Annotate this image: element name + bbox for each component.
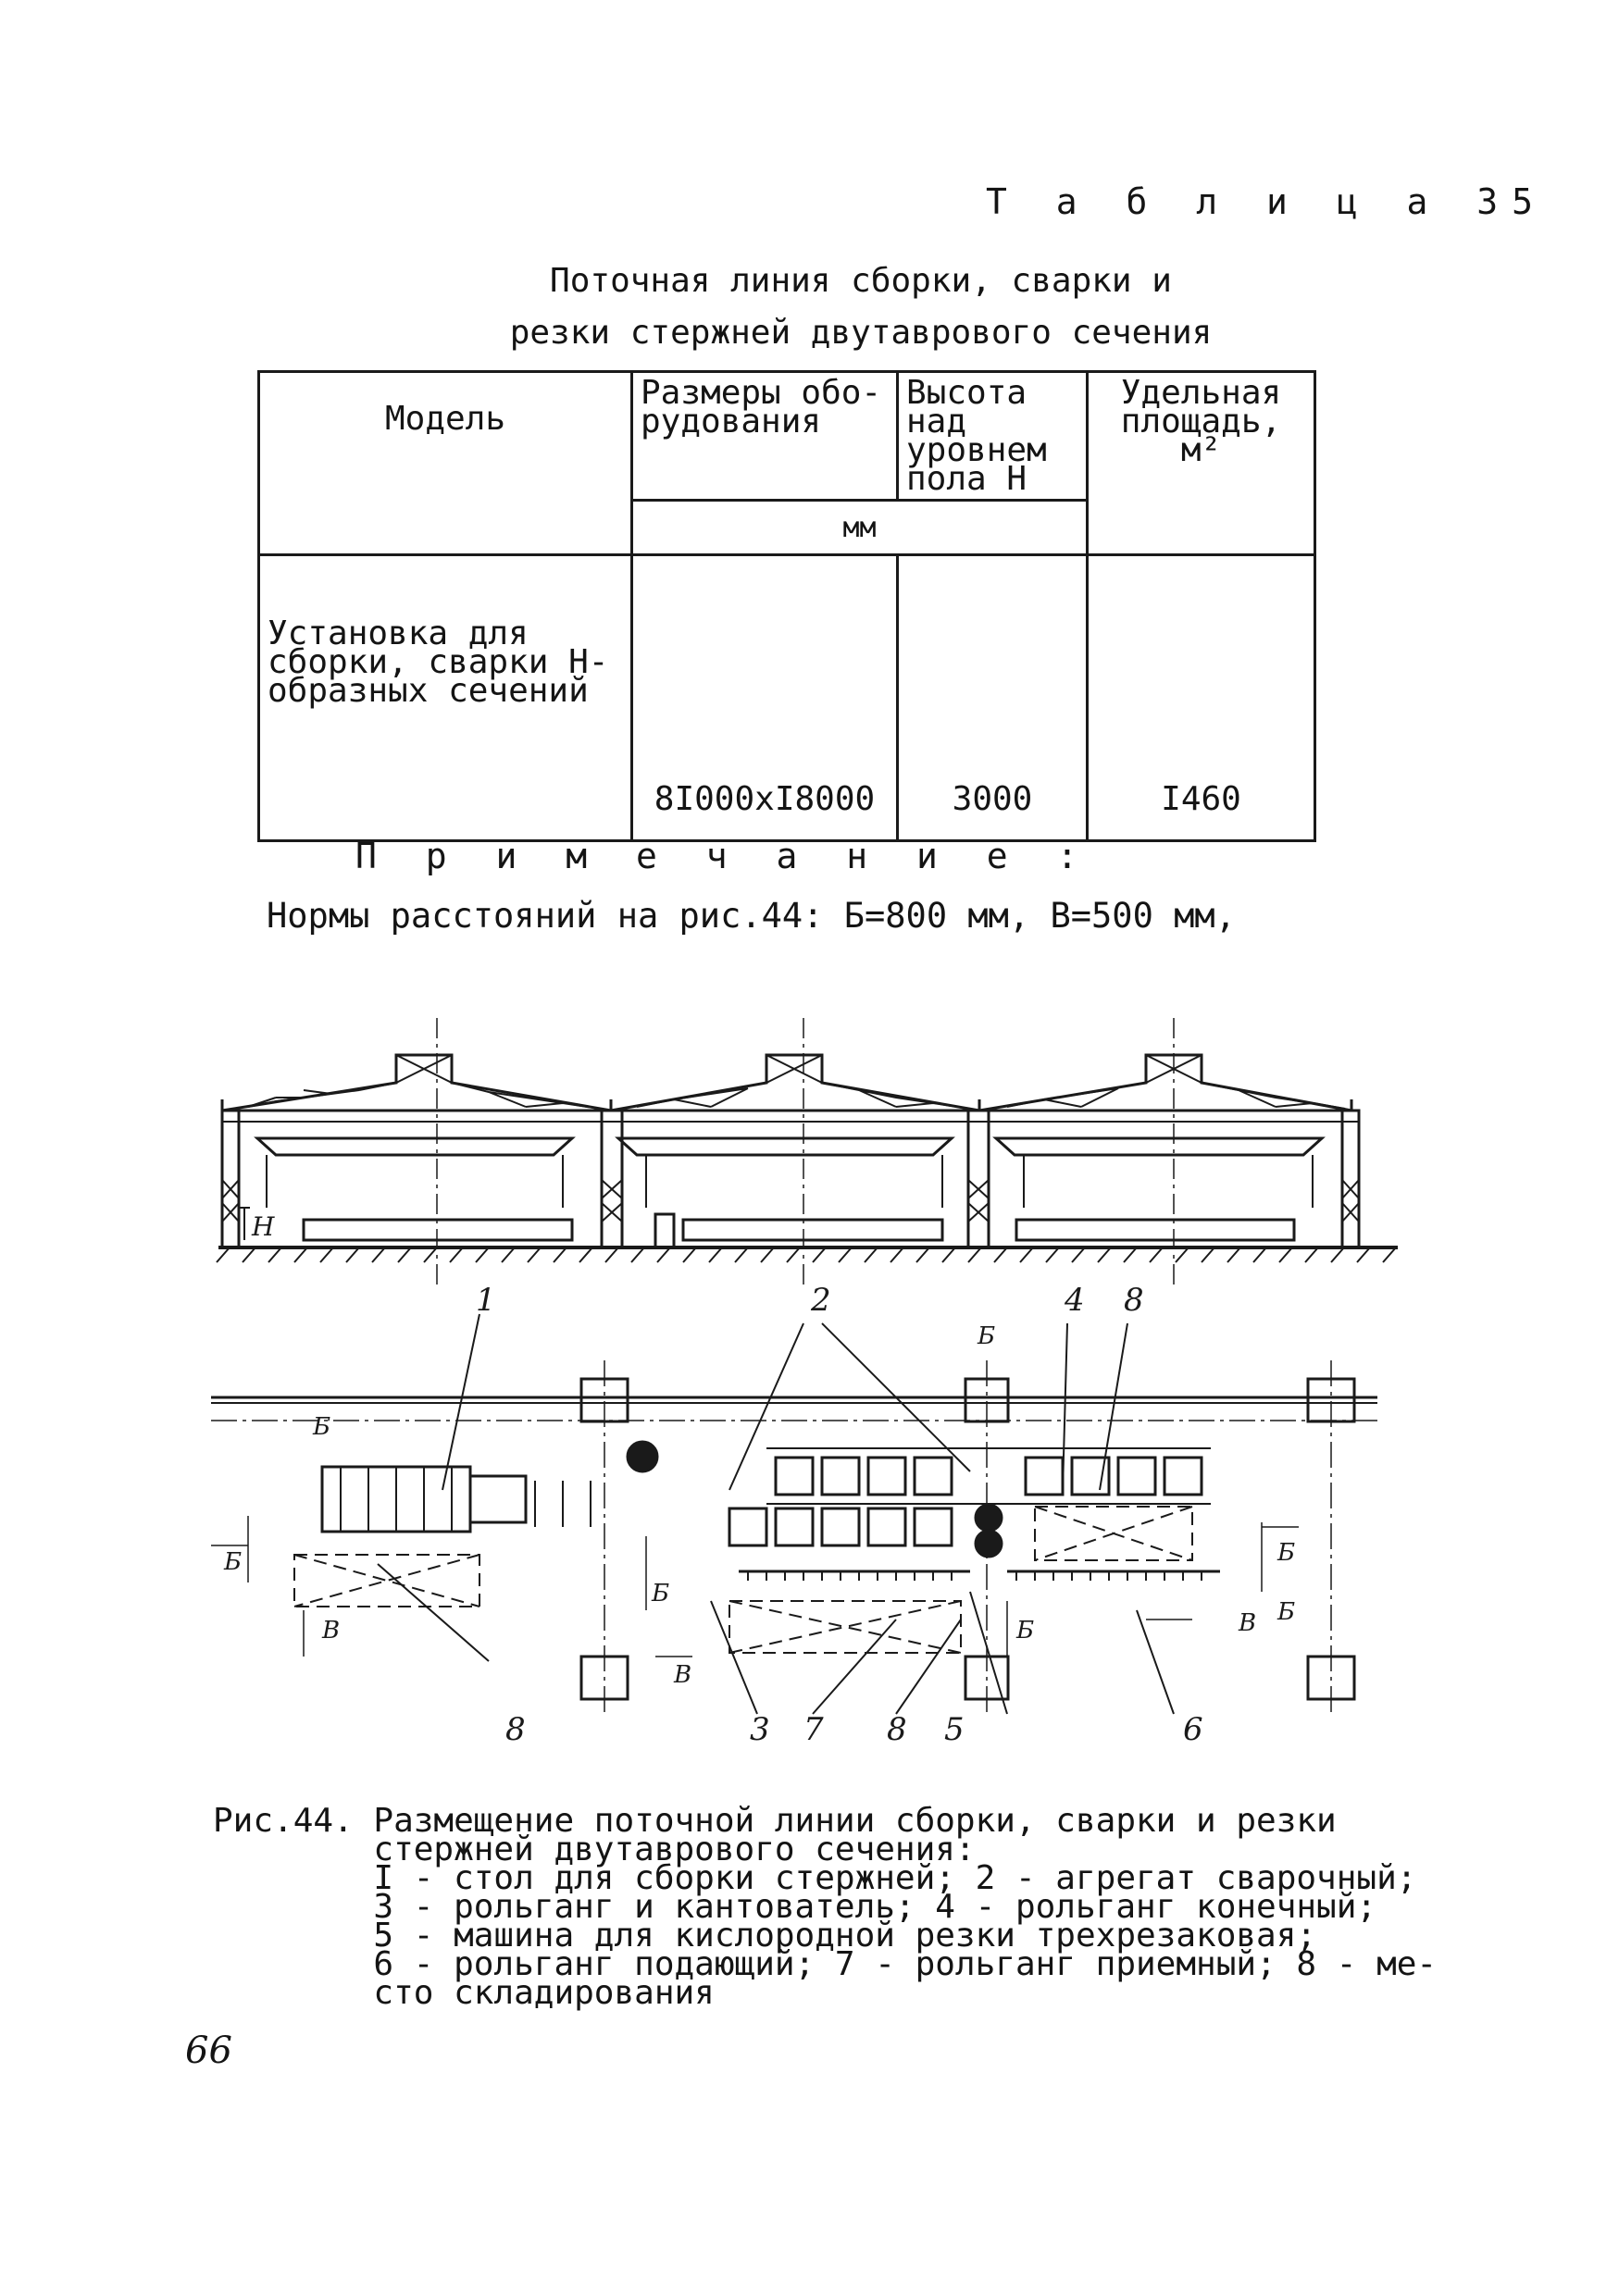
dim-label-b5: Б xyxy=(1277,1598,1295,1626)
callout-8-top: 8 xyxy=(1124,1282,1144,1319)
row-model: Установка для сборки, сварки Н-образных … xyxy=(257,553,633,842)
callout-4: 4 xyxy=(1064,1282,1085,1319)
dim-label-v2: В xyxy=(673,1661,691,1689)
callout-8-bottom: 8 xyxy=(887,1711,907,1748)
dim-label-b4: Б xyxy=(1277,1539,1295,1567)
fig-caption-line-3: I - стол для сборки стержней; 2 - агрега… xyxy=(213,1859,1417,1897)
header-model: Модель xyxy=(257,370,633,556)
table-caption: Поточная линия сборки, сварки и резки ст… xyxy=(398,255,1324,359)
note-title: П р и м е ч а н и е : xyxy=(355,836,1092,876)
header-height: Высота над уровнем пола Н xyxy=(896,370,1089,502)
callout-8-left: 8 xyxy=(505,1711,526,1748)
unit-row: мм xyxy=(259,499,1315,556)
header-area: Удельная площадь, м² xyxy=(1086,370,1316,556)
section-view: Н xyxy=(216,1018,1398,1286)
dim-label-b1: Б xyxy=(312,1413,330,1441)
fig-caption-line-6: 6 - рольганг подающий; 7 - рольганг прие… xyxy=(213,1945,1438,1983)
fig-caption-line-2: стержней двутаврового сечения: xyxy=(213,1831,976,1868)
figure-caption: Рис.44. Размещение поточной линии сборки… xyxy=(213,1802,1438,2012)
spec-table: Модель Размеры обо-рудования Высота над … xyxy=(257,370,1316,842)
dim-label-b3: Б xyxy=(651,1580,669,1607)
page-number: 66 xyxy=(185,2029,232,2072)
callout-7: 7 xyxy=(803,1711,824,1748)
dim-label-v3: В xyxy=(1238,1609,1256,1637)
table-row: Установка для сборки, сварки Н-образных … xyxy=(257,553,1316,842)
row-size: 8I000хI8000 xyxy=(630,553,899,842)
fig-caption-line-1: Рис.44. Размещение поточной линии сборки… xyxy=(213,1802,1337,1840)
callout-1: 1 xyxy=(476,1282,496,1319)
header-size: Размеры обо-рудования xyxy=(630,370,899,502)
callout-3: 3 xyxy=(750,1711,770,1748)
table-label: Т а б л и ц а 35 xyxy=(986,181,1548,222)
plan-view: 1 2 4 8 3 7 8 5 6 8 Б Б Б Б Б Б Б В В В xyxy=(211,1282,1377,1748)
table-header-row: Модель Размеры обо-рудования Высота над … xyxy=(257,370,1316,556)
header-unit: мм xyxy=(630,499,1089,556)
caption-line-2: резки стержней двутаврового сечения xyxy=(509,314,1213,352)
fig-caption-line-4: 3 - рольганг и кантователь; 4 - рольганг… xyxy=(213,1888,1377,1926)
callout-5: 5 xyxy=(944,1711,965,1748)
dim-label-h: Н xyxy=(251,1211,275,1242)
callout-6: 6 xyxy=(1183,1711,1203,1748)
layout-drawing: Н xyxy=(211,1018,1398,1748)
fig-caption-line-5: 5 - машина для кислородной резки трехрез… xyxy=(213,1917,1317,1955)
note-text: Нормы расстояний на рис.44: Б=800 мм, В=… xyxy=(267,896,1236,936)
dim-label-v1: В xyxy=(321,1617,340,1644)
row-height: 3000 xyxy=(896,553,1089,842)
dim-label-b7: Б xyxy=(977,1322,995,1350)
row-area: I460 xyxy=(1086,553,1316,842)
caption-line-1: Поточная линия сборки, сварки и xyxy=(550,262,1172,300)
fig-caption-line-7: сто складирования xyxy=(213,1974,715,2012)
callout-2: 2 xyxy=(810,1282,831,1319)
dim-label-b2: Б xyxy=(223,1548,242,1576)
dim-label-b6: Б xyxy=(1015,1617,1034,1644)
